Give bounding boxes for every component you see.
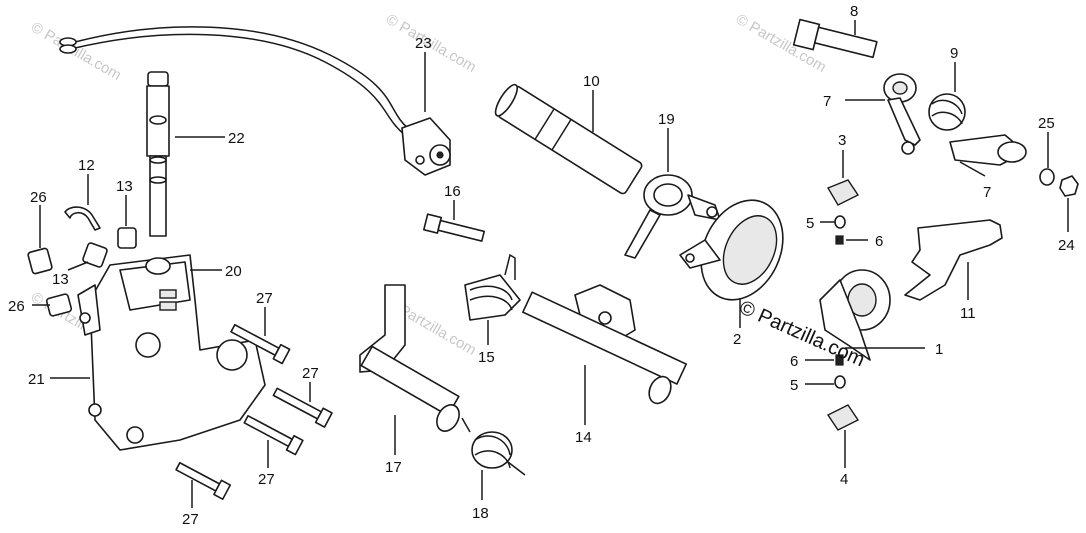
watermark-1: © Partzilla.com [28, 19, 124, 84]
callout-21: 21 [28, 371, 45, 388]
washer-5a [834, 215, 846, 229]
clip-12 [64, 206, 101, 231]
spring-15 [464, 253, 521, 321]
callout-9: 9 [950, 45, 958, 62]
shift-fork-11 [904, 219, 1003, 301]
neutral-switch-23 [401, 117, 451, 176]
callout-16: 16 [444, 183, 461, 200]
callout-10: 10 [583, 73, 600, 90]
holder-bracket-20 [77, 254, 266, 451]
callout-19: 19 [658, 111, 675, 128]
guide-plate-4 [826, 404, 860, 431]
bolt-27b [272, 387, 333, 428]
callout-11: 11 [960, 305, 976, 322]
wire-harness [59, 26, 411, 136]
drum-2 [679, 199, 784, 301]
callout-25: 25 [1038, 115, 1055, 132]
spring-18 [461, 417, 526, 476]
lever-19 [624, 174, 721, 259]
callout-3: 3 [838, 132, 846, 149]
bolt-27a [230, 323, 291, 365]
washer-25 [1039, 168, 1055, 186]
guide-plate-3 [826, 179, 860, 206]
callout-7a: 7 [823, 93, 831, 110]
callout-7b: 7 [983, 184, 991, 201]
collar-26b [45, 293, 73, 317]
shift-shaft-14 [522, 284, 688, 405]
callout-27a: 27 [256, 290, 273, 307]
callout-22: 22 [228, 130, 245, 147]
pin-16 [423, 213, 485, 242]
callout-27b: 27 [302, 365, 319, 382]
callout-23: 23 [415, 35, 432, 52]
spring-6b [835, 354, 844, 366]
callout-24: 24 [1058, 237, 1075, 254]
callout-13b: 13 [52, 271, 69, 288]
stopper-7b [949, 134, 1027, 166]
collar-13b [82, 242, 108, 268]
callout-26b: 26 [8, 298, 25, 315]
callout-6a: 6 [875, 233, 883, 250]
callout-5a: 5 [806, 215, 814, 232]
leader-lines [32, 20, 1069, 508]
stopper-7a [883, 73, 921, 155]
shift-arm-17 [359, 284, 460, 432]
callout-5b: 5 [790, 377, 798, 394]
callout-1: 1 [935, 341, 943, 358]
bolt-27d [175, 461, 232, 500]
callout-20: 20 [225, 263, 242, 280]
callout-26a: 26 [30, 189, 47, 206]
pin-8 [792, 18, 878, 59]
bolt-27c [243, 414, 304, 456]
shaft-10 [494, 83, 643, 195]
washer-5b [834, 375, 846, 389]
callout-18: 18 [472, 505, 489, 522]
collar-26a [27, 247, 53, 275]
spring-6a [835, 235, 844, 245]
callout-14: 14 [575, 429, 592, 446]
shift-fork-1 [819, 269, 891, 361]
callout-4: 4 [840, 471, 848, 488]
callout-12: 12 [78, 157, 95, 174]
callout-2: 2 [733, 331, 741, 348]
collar-13a [117, 227, 137, 249]
callout-8: 8 [850, 3, 858, 20]
spring-9 [928, 93, 966, 131]
callout-labels: 1 2 3 4 5 5 6 6 7 7 8 9 10 11 12 13 13 1… [8, 3, 1075, 528]
callout-13a: 13 [116, 178, 133, 195]
callout-27d: 27 [182, 511, 199, 528]
contact-rod-22 [146, 71, 170, 237]
callout-17: 17 [385, 459, 402, 476]
callout-15: 15 [478, 349, 495, 366]
nut-24 [1059, 175, 1079, 197]
callout-27c: 27 [258, 471, 275, 488]
callout-6b: 6 [790, 353, 798, 370]
